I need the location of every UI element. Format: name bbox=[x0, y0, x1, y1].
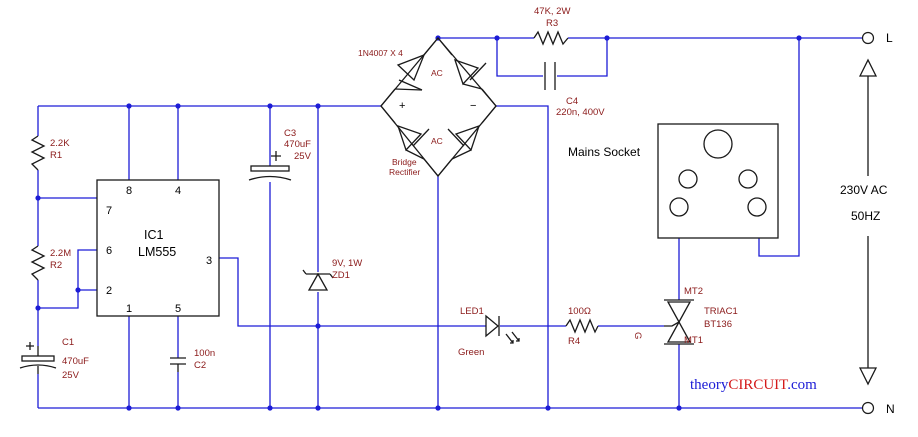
r1-value: 2.2K bbox=[50, 138, 70, 149]
triac-part: BT136 bbox=[704, 319, 732, 330]
triac-bt136 bbox=[664, 299, 694, 345]
c4-ref: C4 bbox=[566, 96, 578, 107]
led1-ref: LED1 bbox=[460, 306, 484, 317]
watermark-circuit: CIRCUIT bbox=[728, 377, 788, 393]
capacitor-c3 bbox=[248, 151, 292, 181]
c3-voltage: 25V bbox=[294, 151, 312, 162]
ic1-part: LM555 bbox=[138, 245, 176, 259]
supply-voltage: 230V AC bbox=[840, 183, 888, 197]
r3-value: 47K, 2W bbox=[534, 6, 570, 17]
bridge-rectifier bbox=[380, 36, 497, 178]
r4-value: 100Ω bbox=[568, 306, 591, 317]
c1-value: 470uF bbox=[62, 356, 89, 367]
zd1-value: 9V, 1W bbox=[332, 258, 362, 269]
bridge-label-line2: Rectifier bbox=[389, 167, 420, 177]
resistor-r3 bbox=[533, 30, 569, 46]
triac-mt2: MT2 bbox=[684, 286, 703, 297]
c1-ref: C1 bbox=[62, 337, 74, 348]
c3-value: 470uF bbox=[284, 139, 311, 150]
bridge-minus: − bbox=[470, 100, 476, 112]
zener-zd1 bbox=[302, 269, 334, 291]
supply-arrow bbox=[858, 58, 878, 386]
ic1-ref: IC1 bbox=[144, 228, 164, 242]
triac-ref: TRIAC1 bbox=[704, 306, 738, 317]
c2-value: 100n bbox=[194, 348, 215, 359]
c2-ref: C2 bbox=[194, 360, 206, 371]
resistor-r4 bbox=[565, 318, 599, 334]
bridge-ac-top: AC bbox=[431, 68, 443, 78]
triac-gate: G bbox=[632, 332, 643, 339]
ic1-pin7: 7 bbox=[106, 205, 112, 217]
r3-ref: R3 bbox=[546, 18, 558, 29]
terminal-n bbox=[861, 401, 875, 415]
led1-color: Green bbox=[458, 347, 484, 358]
r2-ref: R2 bbox=[50, 260, 62, 271]
ic1-pin4: 4 bbox=[175, 185, 181, 197]
bridge-part: 1N4007 X 4 bbox=[358, 48, 403, 58]
ic1-pin5: 5 bbox=[175, 303, 181, 315]
wires bbox=[37, 37, 862, 409]
r4-ref: R4 bbox=[568, 336, 580, 347]
watermark: theoryCIRCUIT.com bbox=[690, 377, 817, 393]
capacitor-c2 bbox=[170, 357, 186, 372]
mains-socket bbox=[657, 123, 779, 239]
ic1-body bbox=[96, 179, 220, 317]
r1-ref: R1 bbox=[50, 150, 62, 161]
r2-value: 2.2M bbox=[50, 248, 71, 259]
ic1-pin2: 2 bbox=[106, 285, 112, 297]
ic1-pin8: 8 bbox=[126, 185, 132, 197]
triac-mt1: MT1 bbox=[684, 335, 703, 346]
ic1-pin1: 1 bbox=[126, 303, 132, 315]
ic1-pin6: 6 bbox=[106, 245, 112, 257]
capacitor-c4 bbox=[544, 62, 556, 90]
socket-label: Mains Socket bbox=[568, 145, 641, 159]
watermark-com: .com bbox=[787, 377, 817, 393]
bridge-label-line1: Bridge bbox=[392, 157, 417, 167]
terminal-l bbox=[861, 31, 875, 45]
resistor-r2 bbox=[30, 245, 46, 281]
c1-voltage: 25V bbox=[62, 370, 80, 381]
led-green bbox=[485, 314, 520, 344]
line-label: L bbox=[886, 31, 893, 45]
c4-value: 220n, 400V bbox=[556, 107, 605, 118]
supply-frequency: 50HZ bbox=[851, 209, 880, 223]
neutral-label: N bbox=[886, 402, 895, 416]
watermark-theory: theory bbox=[690, 377, 729, 393]
c3-ref: C3 bbox=[284, 128, 296, 139]
bridge-plus: + bbox=[399, 100, 405, 112]
ic1-pin3: 3 bbox=[206, 255, 212, 267]
resistor-r1 bbox=[30, 135, 46, 171]
zd1-ref: ZD1 bbox=[332, 270, 350, 281]
bridge-ac-bottom: AC bbox=[431, 136, 443, 146]
capacitor-c1 bbox=[19, 342, 57, 374]
